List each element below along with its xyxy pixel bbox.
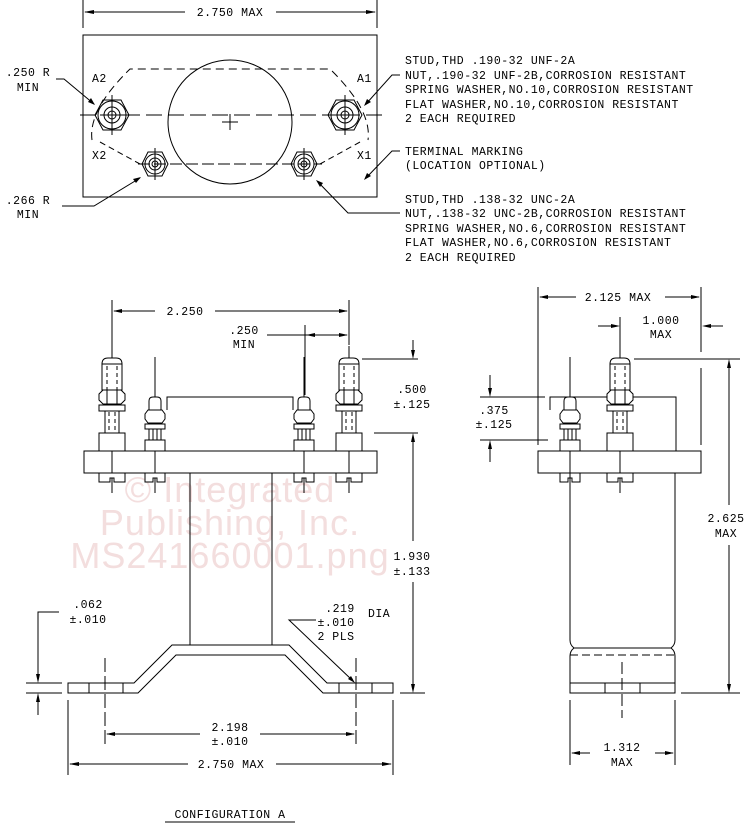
- small-stud-height-tolerance: ±.125: [475, 419, 512, 432]
- radius-small-min: MIN: [17, 209, 39, 222]
- note-line: SPRING WASHER,NO.10,CORROSION RESISTANT: [405, 84, 694, 97]
- radius-large-label: .250 R: [6, 67, 50, 80]
- note-terminal-marking: TERMINAL MARKING (LOCATION OPTIONAL): [405, 146, 546, 173]
- mounting-bracket: [67, 644, 394, 694]
- capacitor-body-circle: [167, 59, 293, 185]
- note-line: STUD,THD .138-32 UNC-2A: [405, 194, 575, 207]
- radius-large-min: MIN: [17, 82, 39, 95]
- terminal-label-a2: A2: [92, 73, 107, 86]
- hole-spacing-dimension: 2.198: [211, 722, 248, 735]
- top-housing-outline: [82, 34, 378, 198]
- stud-spacing-dimension: 2.250: [166, 306, 203, 319]
- small-stud-height-dimension: .375: [479, 405, 509, 418]
- hole-spacing-tolerance: ±.010: [211, 736, 248, 749]
- side-height-max: MAX: [715, 528, 737, 541]
- note-line: FLAT WASHER,NO.6,CORROSION RESISTANT: [405, 237, 671, 250]
- terminal-label-a1: A1: [357, 73, 372, 86]
- offset-max: MAX: [650, 329, 672, 342]
- stud-x1: [293, 356, 315, 494]
- terminal-a2-stud: [94, 94, 130, 136]
- hole-diameter-dimension: .219: [325, 603, 355, 616]
- terminal-label-x1: X1: [357, 150, 372, 163]
- front-view: 2.250 .250 MIN .500 ±.125 1.930 ±.133 .0…: [26, 300, 430, 775]
- note-line: 2 EACH REQUIRED: [405, 252, 516, 265]
- note-line: TERMINAL MARKING: [405, 146, 523, 159]
- side-small-stud: [559, 356, 581, 494]
- min-spacing-min: MIN: [233, 339, 255, 352]
- side-height-dimension: 2.625: [707, 513, 744, 526]
- body-height-tolerance: ±.133: [393, 566, 430, 579]
- note-large-stud: STUD,THD .190-32 UNF-2A NUT,.190-32 UNF-…: [405, 55, 694, 126]
- min-spacing-dimension: .250: [229, 325, 259, 338]
- side-width-dimension: 2.125 MAX: [585, 292, 652, 305]
- note-line: STUD,THD .190-32 UNF-2A: [405, 55, 575, 68]
- hole-count: 2 PLS: [317, 631, 354, 644]
- offset-dimension: 1.000: [642, 315, 679, 328]
- top-view: 2.750 MAX A2 A1 X2 X1 .250 R MIN .266 R …: [6, 0, 694, 265]
- stud-height-tolerance: ±.125: [393, 399, 430, 412]
- thickness-dimension: .062: [73, 599, 103, 612]
- body-height-dimension: 1.930: [393, 551, 430, 564]
- base-width-max: MAX: [611, 757, 633, 770]
- note-line: (LOCATION OPTIONAL): [405, 160, 546, 173]
- terminal-label-x2: X2: [92, 150, 107, 163]
- base-width-dimension: 1.312: [603, 742, 640, 755]
- stud-x2: [144, 356, 166, 494]
- front-width-dimension: 2.750 MAX: [198, 759, 265, 772]
- configuration-caption: CONFIGURATION A: [174, 809, 285, 822]
- note-line: 2 EACH REQUIRED: [405, 113, 516, 126]
- hole-dia-label: DIA: [368, 608, 390, 621]
- thickness-tolerance: ±.010: [69, 614, 106, 627]
- note-small-stud: STUD,THD .138-32 UNC-2A NUT,.138-32 UNC-…: [405, 194, 686, 265]
- note-line: FLAT WASHER,NO.10,CORROSION RESISTANT: [405, 99, 679, 112]
- side-view: 2.125 MAX 1.000 MAX .375 ±.125 2.625 MAX…: [475, 287, 744, 770]
- top-width-dimension: 2.750 MAX: [197, 7, 264, 20]
- note-line: NUT,.138-32 UNC-2B,CORROSION RESISTANT: [405, 208, 686, 221]
- watermark-line-3: MS241660001.png: [70, 535, 389, 576]
- hole-diameter-tolerance: ±.010: [317, 617, 354, 630]
- mounting-plate: [83, 450, 378, 474]
- terminal-a1-stud: [327, 94, 363, 136]
- watermark-line-2: Publishing, Inc.: [100, 502, 360, 543]
- terminal-x1-stud: [290, 147, 318, 181]
- note-line: NUT,.190-32 UNF-2B,CORROSION RESISTANT: [405, 70, 686, 83]
- radius-small-label: .266 R: [6, 195, 50, 208]
- note-line: SPRING WASHER,NO.6,CORROSION RESISTANT: [405, 223, 686, 236]
- stud-height-dimension: .500: [397, 384, 427, 397]
- side-body: [569, 473, 676, 694]
- watermark: © Integrated Publishing, Inc. MS24166000…: [70, 469, 389, 576]
